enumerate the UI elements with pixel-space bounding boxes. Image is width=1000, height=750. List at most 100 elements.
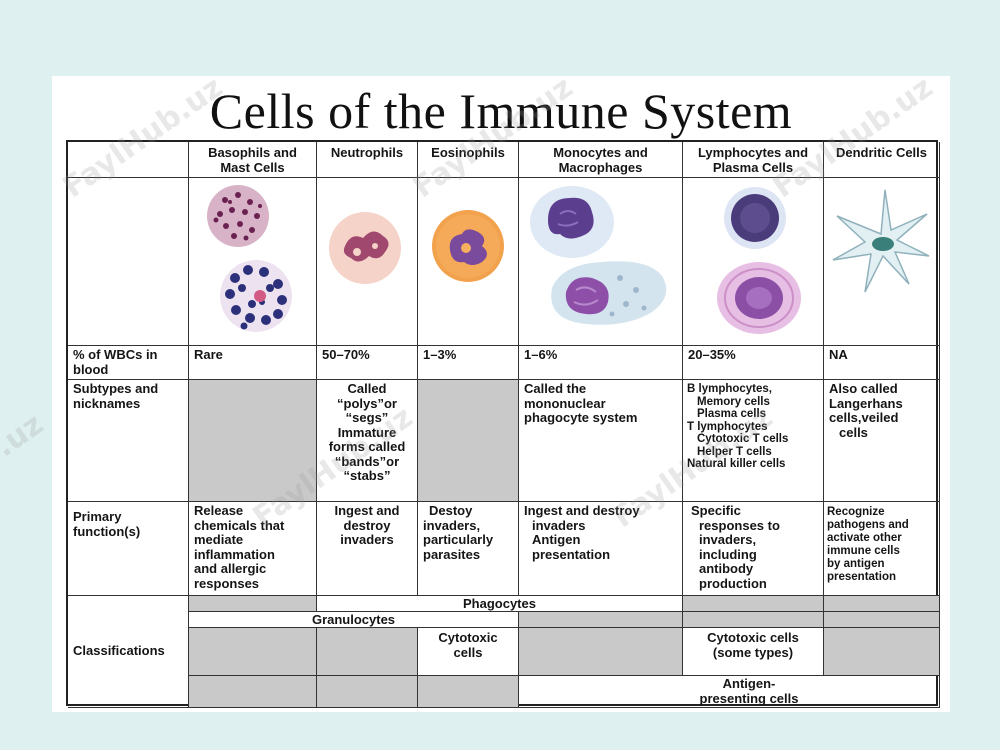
lymphocyte-plasma-image: [683, 178, 824, 346]
basophil-image: [189, 178, 317, 346]
wbc-monocytes: 1–6%: [519, 346, 683, 380]
function-neutrophils: Ingest and destroy invaders: [317, 502, 418, 596]
subtypes-basophils: [189, 380, 317, 502]
header-neutrophils: Neutrophils: [317, 142, 418, 178]
line: Langerhans: [829, 395, 903, 411]
line: invaders: [532, 517, 586, 533]
line: Memory cells: [697, 395, 770, 408]
wbc-dendritic: NA: [824, 346, 940, 380]
line: Also called: [829, 381, 898, 396]
wbc-lymphocytes: 20–35%: [683, 346, 824, 380]
class-gray: [418, 676, 519, 708]
line: Antigen: [532, 532, 581, 547]
subtypes-dendritic: Also called Langerhans cells,veiled cell…: [824, 380, 940, 502]
immune-cells-table: Basophils and Mast Cells Neutrophils Eos…: [66, 140, 940, 708]
line: mediate: [194, 532, 244, 547]
class-gray: [519, 612, 683, 628]
line: T lymphocytes: [687, 420, 768, 433]
line: pathogens and: [827, 519, 909, 531]
class-gray: [189, 628, 317, 676]
line: phagocyte system: [524, 410, 638, 425]
watermark: .uz: [0, 406, 50, 465]
function-basophils: Release chemicals that mediate inflammat…: [189, 502, 317, 596]
dendritic-cell-image: [824, 178, 940, 346]
line: presentation: [532, 546, 611, 562]
wbc-neutrophils: 50–70%: [317, 346, 418, 380]
line: antibody: [699, 561, 754, 576]
class-antigen-presenting: Antigen- presenting cells: [519, 676, 940, 708]
row-label-function: Primary function(s): [68, 502, 189, 596]
line: Cytotoxic: [438, 630, 498, 645]
row-label-classifications: Classifications: [68, 596, 189, 708]
line: “stabs”: [343, 468, 391, 483]
subtypes-neutrophils: Called “polys”or “segs” Immature forms c…: [317, 380, 418, 502]
line: Antigen-: [722, 676, 776, 691]
class-granulocytes: Granulocytes: [189, 612, 519, 628]
class-gray: [824, 612, 940, 628]
page-title: Cells of the Immune System: [209, 83, 793, 139]
line: destroy: [343, 517, 391, 533]
header-dendritic: Dendritic Cells: [824, 142, 940, 178]
line: responses to: [699, 517, 780, 533]
slide: Cells of the Immune System Basophils and…: [52, 76, 950, 712]
class-gray: [189, 676, 317, 708]
line: Immature: [337, 424, 397, 440]
line: Ingest and: [334, 503, 400, 518]
line: Called the: [524, 381, 587, 396]
line: mononuclear: [524, 395, 606, 411]
wbc-basophils: Rare: [189, 346, 317, 380]
line: Called: [347, 381, 387, 396]
header-monocytes: Monocytes and Macrophages: [519, 142, 683, 178]
class-phagocytes: Phagocytes: [317, 596, 683, 612]
line: cells,veiled: [829, 410, 899, 425]
function-eosinophils: Destoy invaders, particularly parasites: [418, 502, 519, 596]
row-label-subtypes: Subtypes and nicknames: [68, 380, 189, 502]
line: responses: [194, 575, 260, 591]
line: cells: [839, 424, 868, 440]
monocyte-macrophage-image: [519, 178, 683, 346]
line: invaders,: [699, 532, 757, 547]
line: particularly: [423, 532, 494, 547]
class-cytotoxic-some: Cytotoxic cells (some types): [683, 628, 824, 676]
line: by antigen: [827, 558, 885, 570]
line: chemicals that: [194, 517, 285, 533]
header-eosinophils: Eosinophils: [418, 142, 519, 178]
class-gray: [683, 612, 824, 628]
line: invaders: [340, 532, 394, 547]
line: inflammation: [194, 546, 275, 562]
line: production: [699, 575, 767, 591]
class-gray: [519, 628, 683, 676]
line: Specific: [691, 503, 741, 518]
wbc-eosinophils: 1–3%: [418, 346, 519, 380]
function-dendritic: Recognize pathogens and activate other i…: [824, 502, 940, 596]
class-gray: [189, 596, 317, 612]
line: including: [699, 546, 757, 562]
line: forms called: [328, 439, 406, 454]
image-row-label: [68, 178, 189, 346]
line: and allergic: [194, 561, 267, 576]
class-cytotoxic: Cytotoxic cells: [418, 628, 519, 676]
function-lymphocytes: Specific responses to invaders, includin…: [683, 502, 824, 596]
subtypes-lymphocytes: B lymphocytes, Memory cells Plasma cells…: [683, 380, 824, 502]
neutrophil-image: [317, 178, 418, 346]
line: presentation: [827, 571, 897, 583]
line: presenting cells: [699, 690, 799, 706]
class-gray: [317, 676, 418, 708]
line: Recognize: [827, 506, 885, 518]
header-basophils: Basophils and Mast Cells: [189, 142, 317, 178]
function-monocytes: Ingest and destroy invaders Antigen pres…: [519, 502, 683, 596]
line: “polys”or: [337, 395, 397, 411]
header-empty: [68, 142, 189, 178]
subtypes-eosinophils: [418, 380, 519, 502]
row-label-wbc: % of WBCs in blood: [68, 346, 189, 380]
line: (some types): [712, 644, 794, 660]
header-lymphocytes: Lymphocytes and Plasma Cells: [683, 142, 824, 178]
line: parasites: [423, 546, 481, 562]
line: Helper T cells: [697, 445, 772, 458]
line: invaders,: [423, 517, 481, 533]
line: Cytotoxic T cells: [697, 433, 789, 445]
line: “segs”: [345, 410, 389, 425]
line: Plasma cells: [697, 408, 767, 420]
line: cells: [453, 644, 483, 660]
class-gray: [824, 596, 940, 612]
